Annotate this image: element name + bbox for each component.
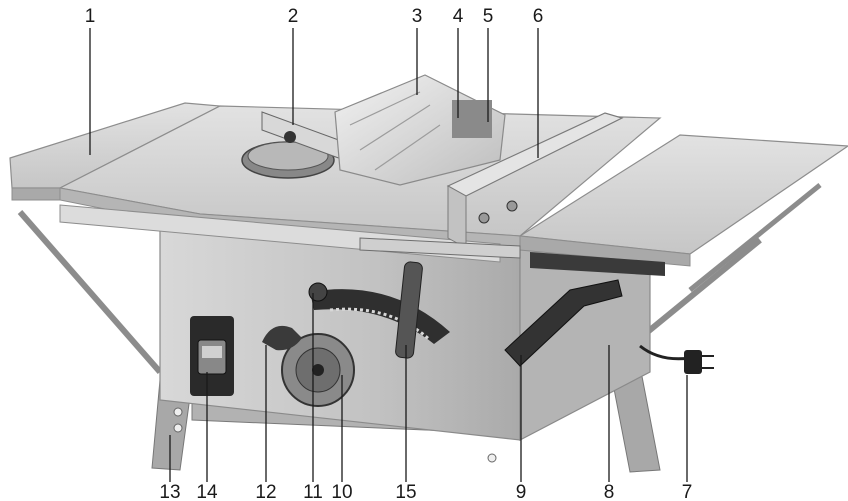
fence-lock-clamp [359, 237, 521, 259]
callout-5: 5 [483, 6, 494, 27]
power-cord [639, 344, 714, 374]
blade-guard [334, 74, 506, 186]
blade-height-handwheel [262, 325, 355, 407]
callout-numbers: 1 2 3 4 5 6 13 14 12 11 10 15 9 8 7 [85, 6, 693, 501]
bolt-icon [506, 200, 518, 212]
saw-housing [159, 219, 651, 441]
leader-lines [89, 28, 688, 482]
callout-6: 6 [533, 6, 544, 27]
lock-knob [262, 325, 302, 351]
callout-13: 13 [159, 482, 180, 501]
callout-10: 10 [331, 482, 352, 501]
push-stick [504, 279, 623, 367]
support-arm-left [17, 210, 163, 374]
callout-14: 14 [196, 482, 218, 501]
callout-9: 9 [516, 482, 527, 501]
bevel-lock-lever [395, 261, 423, 359]
mitre-gauge [241, 111, 356, 179]
callout-2: 2 [288, 6, 299, 27]
callout-1: 1 [85, 6, 96, 27]
callout-3: 3 [412, 6, 423, 27]
callout-12: 12 [255, 482, 276, 501]
bolt-icon [487, 453, 497, 463]
on-off-switch [190, 316, 234, 396]
callout-4: 4 [453, 6, 464, 27]
bolt-icon [173, 407, 183, 417]
rip-fence [359, 112, 624, 259]
riving-knife [452, 100, 492, 138]
knob-icon [284, 131, 296, 143]
bolt-icon [173, 423, 183, 433]
extension-bracket [530, 252, 665, 276]
knob-icon [308, 282, 328, 302]
callout-8: 8 [604, 482, 615, 501]
bolt-icon [478, 212, 490, 224]
plug-icon [684, 350, 702, 374]
callout-7: 7 [682, 482, 693, 501]
support-arm-right-rear [688, 183, 822, 292]
callout-15: 15 [395, 482, 416, 501]
callout-11: 11 [303, 482, 323, 501]
